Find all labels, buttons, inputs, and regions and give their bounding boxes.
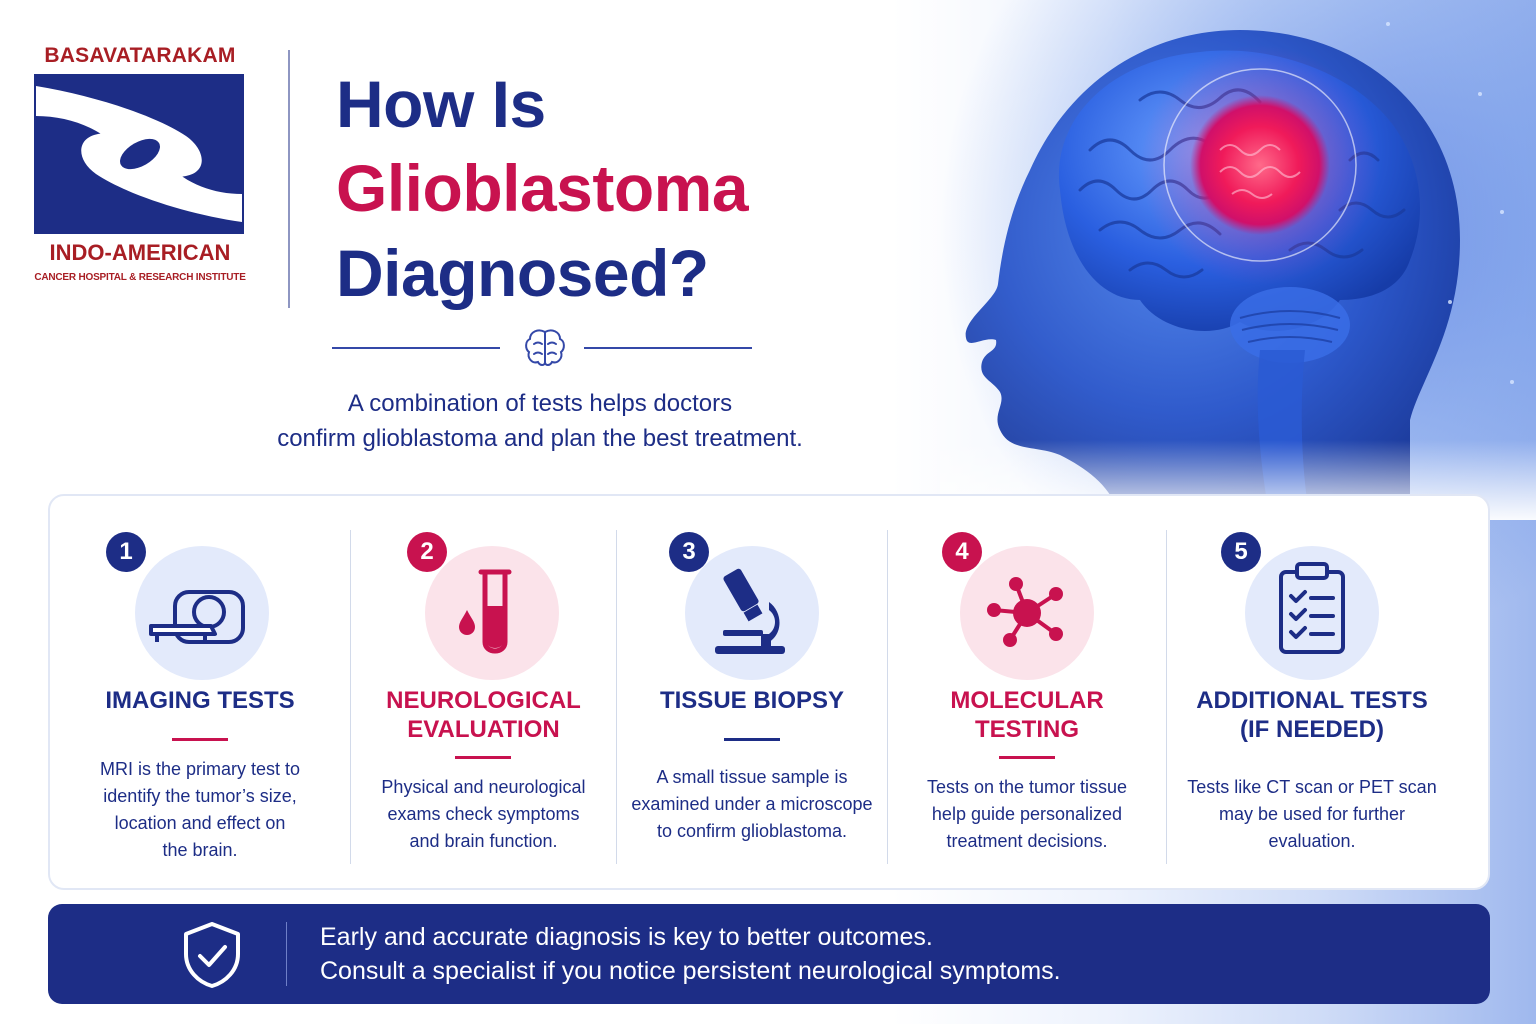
column-divider bbox=[887, 530, 888, 864]
logo-divider bbox=[288, 50, 290, 308]
step-underline bbox=[455, 756, 511, 759]
network-dot bbox=[1448, 300, 1452, 304]
step-additional-tests: 5 ADDITIONAL TESTS (IF NEEDED) Tests lik… bbox=[1167, 496, 1457, 892]
step-description: Tests like CT scan or PET scan may be us… bbox=[1167, 774, 1457, 855]
intro-text: A combination of tests helps doctors con… bbox=[230, 386, 850, 456]
step-title: TISSUE BIOPSY bbox=[617, 686, 887, 715]
step-title: ADDITIONAL TESTS (IF NEEDED) bbox=[1167, 686, 1457, 744]
banner-divider bbox=[286, 922, 287, 986]
page-title: How Is Glioblastoma Diagnosed? bbox=[336, 62, 976, 315]
title-line-1: How Is bbox=[336, 67, 546, 141]
banner-line-2: Consult a specialist if you notice persi… bbox=[320, 957, 1061, 985]
mri-scanner-icon bbox=[149, 590, 245, 644]
title-line-3: Diagnosed? bbox=[336, 235, 709, 310]
brain-icon bbox=[525, 329, 565, 366]
step-imaging-tests: 1 IMAGING TESTS MRI is the primary test … bbox=[50, 496, 350, 892]
brain-tumor-illustration bbox=[940, 30, 1536, 520]
step-number: 3 bbox=[669, 532, 709, 572]
logo-bottom-text: CANCER HOSPITAL & RESEARCH INSTITUTE bbox=[34, 272, 246, 283]
step-number: 5 bbox=[1221, 532, 1261, 572]
intro-line-2: confirm glioblastoma and plan the best t… bbox=[277, 425, 803, 452]
step-desc-line: to confirm glioblastoma. bbox=[656, 821, 848, 841]
step-number: 2 bbox=[407, 532, 447, 572]
step-desc-line: MRI is the primary test to bbox=[99, 759, 301, 779]
step-title-line: TESTING bbox=[974, 716, 1079, 743]
step-desc-line: help guide personalized bbox=[931, 804, 1123, 824]
test-tube-icon bbox=[459, 569, 512, 654]
intro-line-1: A combination of tests helps doctors bbox=[347, 390, 733, 417]
logo-middle-text: INDO-AMERICAN bbox=[49, 240, 231, 265]
column-divider bbox=[350, 530, 351, 864]
step-underline bbox=[724, 738, 780, 741]
step-description: Tests on the tumor tissue help guide per… bbox=[888, 774, 1166, 855]
step-desc-line: identify the tumor’s size, bbox=[103, 786, 297, 806]
ornament-line-left bbox=[332, 347, 500, 349]
hospital-logo: BASAVATARAKAM INDO-AMERICAN CANCER HOSPI… bbox=[34, 44, 246, 283]
step-molecular-testing: 4 MOLECU bbox=[888, 496, 1166, 892]
diagnosis-steps-card: 1 IMAGING TESTS MRI is the primary test … bbox=[48, 494, 1490, 890]
step-icon-circle bbox=[960, 546, 1094, 680]
network-dot bbox=[1386, 22, 1390, 26]
step-neurological-evaluation: 2 NEUROLOGICAL EVALUATION Physical and n… bbox=[351, 496, 616, 892]
banner-text: Early and accurate diagnosis is key to b… bbox=[320, 920, 1440, 988]
step-description: MRI is the primary test to identify the … bbox=[50, 756, 350, 864]
step-title-line: TISSUE BIOPSY bbox=[659, 687, 845, 714]
logo-top-text: BASAVATARAKAM bbox=[44, 44, 236, 67]
step-desc-line: A small tissue sample is bbox=[656, 767, 848, 787]
logo-emblem bbox=[34, 74, 244, 234]
step-desc-line: may be used for further bbox=[1218, 804, 1406, 824]
step-desc-line: treatment decisions. bbox=[946, 831, 1108, 851]
step-description: A small tissue sample is examined under … bbox=[617, 764, 887, 845]
column-divider bbox=[616, 530, 617, 864]
title-ornament bbox=[332, 326, 760, 370]
step-number: 1 bbox=[106, 532, 146, 572]
step-number: 4 bbox=[942, 532, 982, 572]
ornament-line-right bbox=[584, 347, 752, 349]
banner-line-1: Early and accurate diagnosis is key to b… bbox=[320, 923, 933, 951]
step-title: NEUROLOGICAL EVALUATION bbox=[351, 686, 616, 744]
step-desc-line: Tests like CT scan or PET scan bbox=[1187, 777, 1437, 797]
microscope-icon bbox=[715, 568, 785, 654]
step-description: Physical and neurological exams check sy… bbox=[351, 774, 616, 855]
title-line-2: Glioblastoma bbox=[336, 151, 749, 226]
step-desc-line: Physical and neurological bbox=[381, 777, 586, 797]
network-dot bbox=[1500, 210, 1504, 214]
step-title-line: NEUROLOGICAL bbox=[386, 687, 581, 714]
molecule-icon bbox=[987, 577, 1063, 647]
step-icon-circle bbox=[1245, 546, 1379, 680]
step-icon-circle bbox=[425, 546, 559, 680]
network-dot bbox=[1478, 92, 1482, 96]
step-desc-line: and brain function. bbox=[409, 831, 558, 851]
step-title-line: EVALUATION bbox=[407, 716, 560, 743]
network-dot bbox=[1510, 380, 1514, 384]
step-desc-line: exams check symptoms bbox=[387, 804, 580, 824]
step-desc-line: Tests on the tumor tissue bbox=[926, 777, 1128, 797]
column-divider bbox=[1166, 530, 1167, 864]
step-desc-line: examined under a microscope bbox=[631, 794, 873, 814]
step-underline bbox=[172, 738, 228, 741]
step-icon-circle bbox=[685, 546, 819, 680]
step-title-line: ADDITIONAL TESTS bbox=[1196, 687, 1428, 714]
step-desc-line: the brain. bbox=[162, 840, 238, 860]
step-tissue-biopsy: 3 TISSUE BIOPSY A small tissue sample is… bbox=[617, 496, 887, 892]
key-message-banner: Early and accurate diagnosis is key to b… bbox=[48, 904, 1490, 1004]
step-title: IMAGING TESTS bbox=[50, 686, 350, 715]
step-underline bbox=[999, 756, 1055, 759]
step-title-line: (IF NEEDED) bbox=[1240, 716, 1384, 743]
step-desc-line: evaluation. bbox=[1268, 831, 1356, 851]
step-desc-line: location and effect on bbox=[114, 813, 286, 833]
step-title-line: MOLECULAR bbox=[950, 687, 1104, 714]
step-icon-circle bbox=[135, 546, 269, 680]
clipboard-checklist-icon bbox=[1279, 562, 1345, 654]
step-title: MOLECULAR TESTING bbox=[888, 686, 1166, 744]
step-title-line: IMAGING TESTS bbox=[105, 687, 295, 714]
shield-check-icon bbox=[184, 922, 240, 988]
